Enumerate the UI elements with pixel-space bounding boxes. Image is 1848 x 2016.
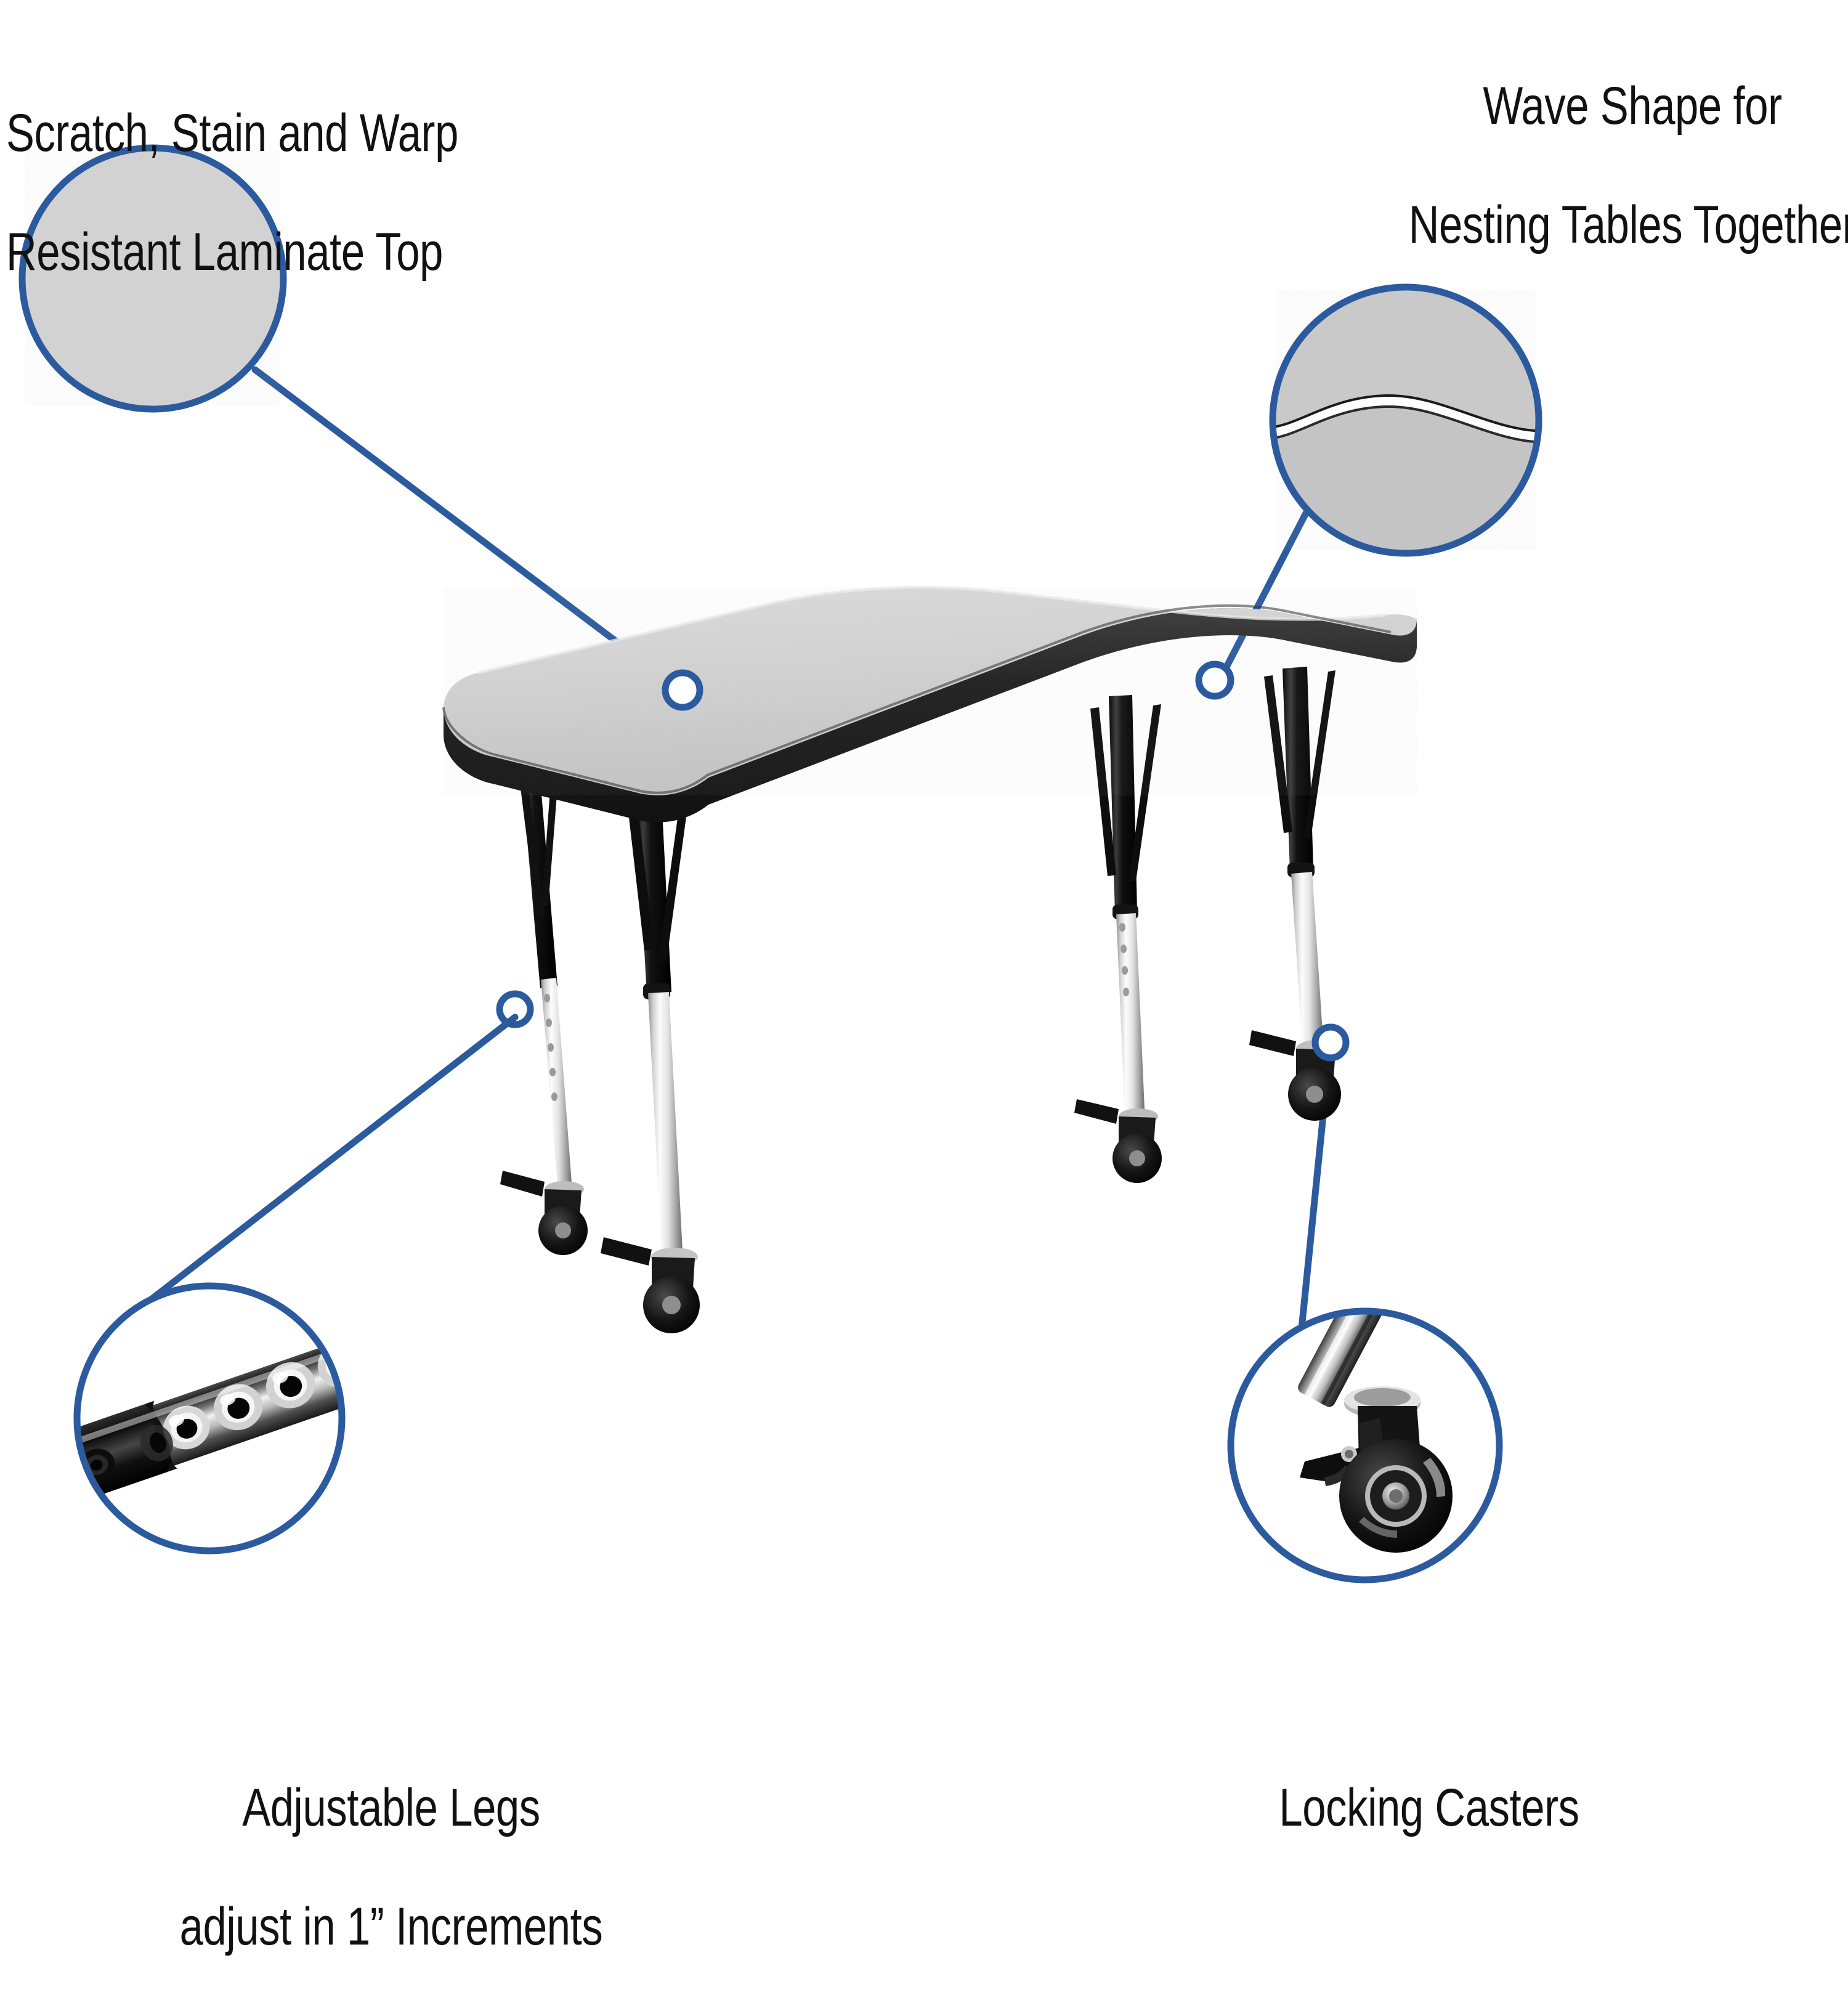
infographic-stage: Scratch, Stain and Warp Resistant Lamina… [6, 17, 1848, 1956]
callout-circle-locking-casters[interactable] [1231, 1311, 1499, 1580]
caption-casters-line-1: Locking Casters [1279, 1778, 1579, 1838]
callout-circle-adjustable-legs[interactable] [77, 1286, 342, 1551]
caption-wave-shape: Wave Shape for Nesting Tables Together [1337, 17, 1848, 314]
caption-laminate-top: Scratch, Stain and Warp Resistant Lamina… [6, 44, 588, 341]
table-top-hotspot[interactable] [431, 579, 1429, 838]
caption-locking-casters: Locking Casters [1168, 1719, 1690, 1897]
caption-wave-line-1: Wave Shape for [1483, 76, 1782, 136]
caption-laminate-line-1: Scratch, Stain and Warp [6, 104, 458, 163]
caption-legs-line-2: adjust in 1” Increments [179, 1896, 603, 1956]
callout-circle-wave-shape[interactable] [1273, 287, 1539, 553]
caption-laminate-line-2: Resistant Laminate Top [6, 222, 443, 282]
caption-wave-line-2: Nesting Tables Together [1408, 195, 1848, 254]
caption-legs-line-1: Adjustable Legs [242, 1778, 540, 1838]
caption-adjustable-legs: Adjustable Legs adjust in 1” Increments [125, 1719, 657, 2016]
